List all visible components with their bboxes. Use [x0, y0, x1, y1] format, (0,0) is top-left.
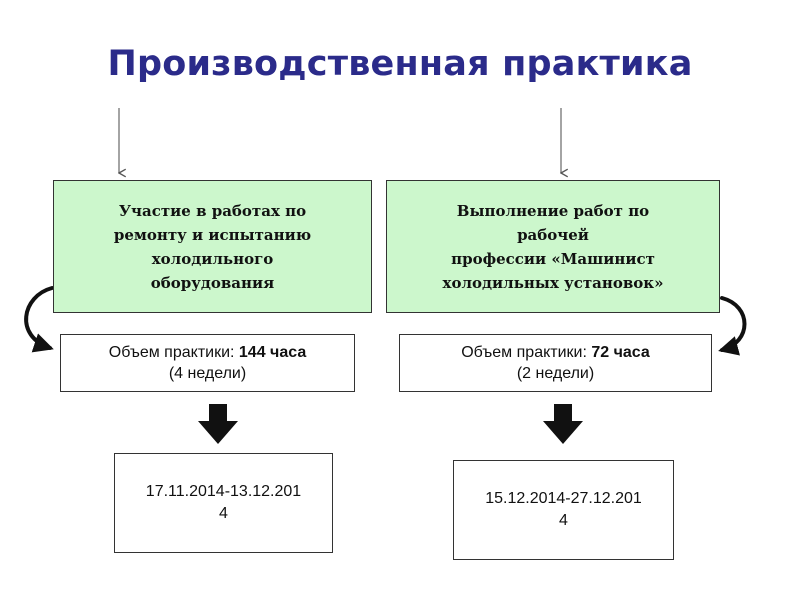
volume-value-right: 72 часа	[591, 344, 650, 361]
volume-box-left: Объем практики: 144 часа (4 недели)	[60, 334, 355, 392]
block-down-arrow-icon-left	[198, 404, 238, 444]
curved-arrow-icon-left	[24, 286, 54, 353]
volume-value-left: 144 часа	[238, 344, 307, 361]
volume-label-right: Объем практики:	[461, 344, 592, 361]
dates-box-left: 17.11.2014-13.12.201 4	[114, 453, 333, 553]
volume-label-left: Объем практики:	[108, 344, 239, 361]
task-box-left: Участие в работах по ремонту и испытанию…	[53, 180, 372, 313]
duration-left: (4 недели)	[168, 365, 247, 382]
volume-box-right: Объем практики: 72 часа (2 недели)	[399, 334, 712, 392]
task-box-right: Выполнение работ по рабочей профессии «М…	[386, 180, 720, 313]
duration-right: (2 недели)	[516, 365, 595, 382]
curved-arrow-icon-right	[718, 296, 747, 356]
block-down-arrow-icon-right	[543, 404, 583, 444]
volume-line-right: Объем практики: 72 часа	[461, 342, 650, 363]
volume-line-left: Объем практики: 144 часа	[109, 342, 306, 363]
page-title: Производственная практика	[107, 44, 693, 84]
dates-box-right: 15.12.2014-27.12.201 4	[453, 460, 674, 560]
